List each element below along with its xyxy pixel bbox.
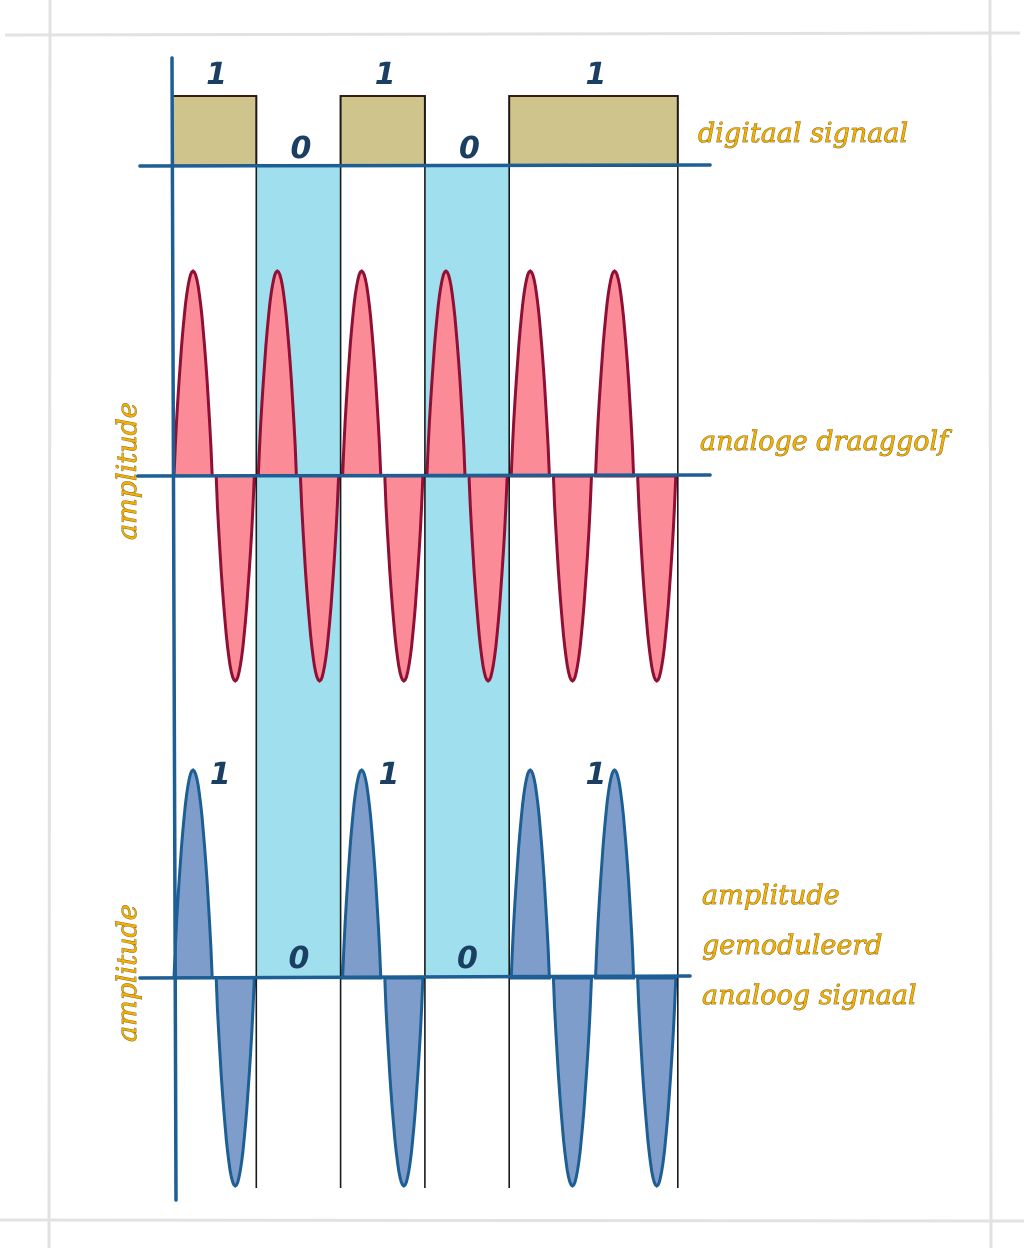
label-modulated-line1: amplitude: [702, 880, 840, 911]
carrier-negative-lobe: [383, 474, 425, 683]
carrier-axis: [136, 473, 712, 478]
frame-bottom: [0, 1218, 1024, 1223]
bit-label-top: 1: [586, 57, 607, 92]
axes: [136, 56, 712, 1202]
bit-label-modulated: 0: [457, 941, 478, 976]
frame-right: [988, 0, 993, 1248]
zero-bit-bands: [256, 166, 510, 978]
am-negative-lobe: [636, 976, 678, 1188]
bit-label-top: 0: [290, 131, 311, 166]
am-negative-lobe: [214, 976, 256, 1188]
digital-one-block: [171, 95, 258, 167]
frame-top: [4, 31, 1021, 37]
label-digital-signal: digitaal signaal: [698, 118, 908, 149]
am-positive-lobe: [341, 768, 383, 980]
bit-dividers: [255, 96, 679, 1188]
frame-left: [47, 0, 52, 1248]
vertical-axis: [170, 56, 178, 1202]
am-positive-lobe: [172, 768, 214, 980]
digital-one-block: [339, 95, 426, 167]
digital-baseline: [138, 163, 712, 168]
digital-one-block: [508, 95, 679, 167]
am-negative-lobe: [551, 976, 594, 1188]
carrier-positive-lobe: [341, 269, 383, 478]
bit-label-modulated: 0: [288, 941, 309, 976]
carrier-negative-lobe: [298, 474, 341, 683]
carrier-positive-lobe: [593, 269, 636, 478]
am-positive-lobe: [593, 768, 636, 980]
am-positive-lobe: [509, 768, 551, 980]
bit-label-modulated: 1: [210, 757, 231, 792]
am-signal: [172, 768, 678, 1188]
label-modulated-line2: gemoduleerd: [702, 930, 883, 961]
y-axis-label-modulated: amplitude: [112, 904, 143, 1042]
bit-label-modulated: 1: [586, 757, 607, 792]
label-modulated-line3: analoog signaal: [702, 980, 917, 1011]
carrier-positive-lobe: [425, 269, 467, 478]
carrier-positive-lobe: [509, 269, 551, 478]
carrier-negative-lobe: [214, 474, 256, 683]
carrier-positive-lobe: [256, 269, 298, 478]
bit-label-top: 1: [375, 57, 396, 92]
bit-labels: 1 1 0 0 1 1 0 0 1 1: [206, 57, 606, 976]
y-axis-label-carrier: amplitude: [112, 402, 143, 540]
am-axis: [138, 974, 692, 980]
carrier-positive-lobe: [172, 269, 214, 478]
bit-label-modulated: 1: [379, 757, 400, 792]
bit-label-top: 0: [459, 131, 480, 166]
carrier-negative-lobe: [551, 474, 594, 683]
label-carrier-wave: analoge draaggolf: [700, 426, 952, 457]
carrier-negative-lobe: [636, 474, 678, 683]
carrier-wave: [172, 269, 678, 683]
am-negative-lobe: [383, 976, 425, 1188]
bit-label-top: 1: [206, 57, 227, 92]
carrier-negative-lobe: [467, 474, 509, 683]
